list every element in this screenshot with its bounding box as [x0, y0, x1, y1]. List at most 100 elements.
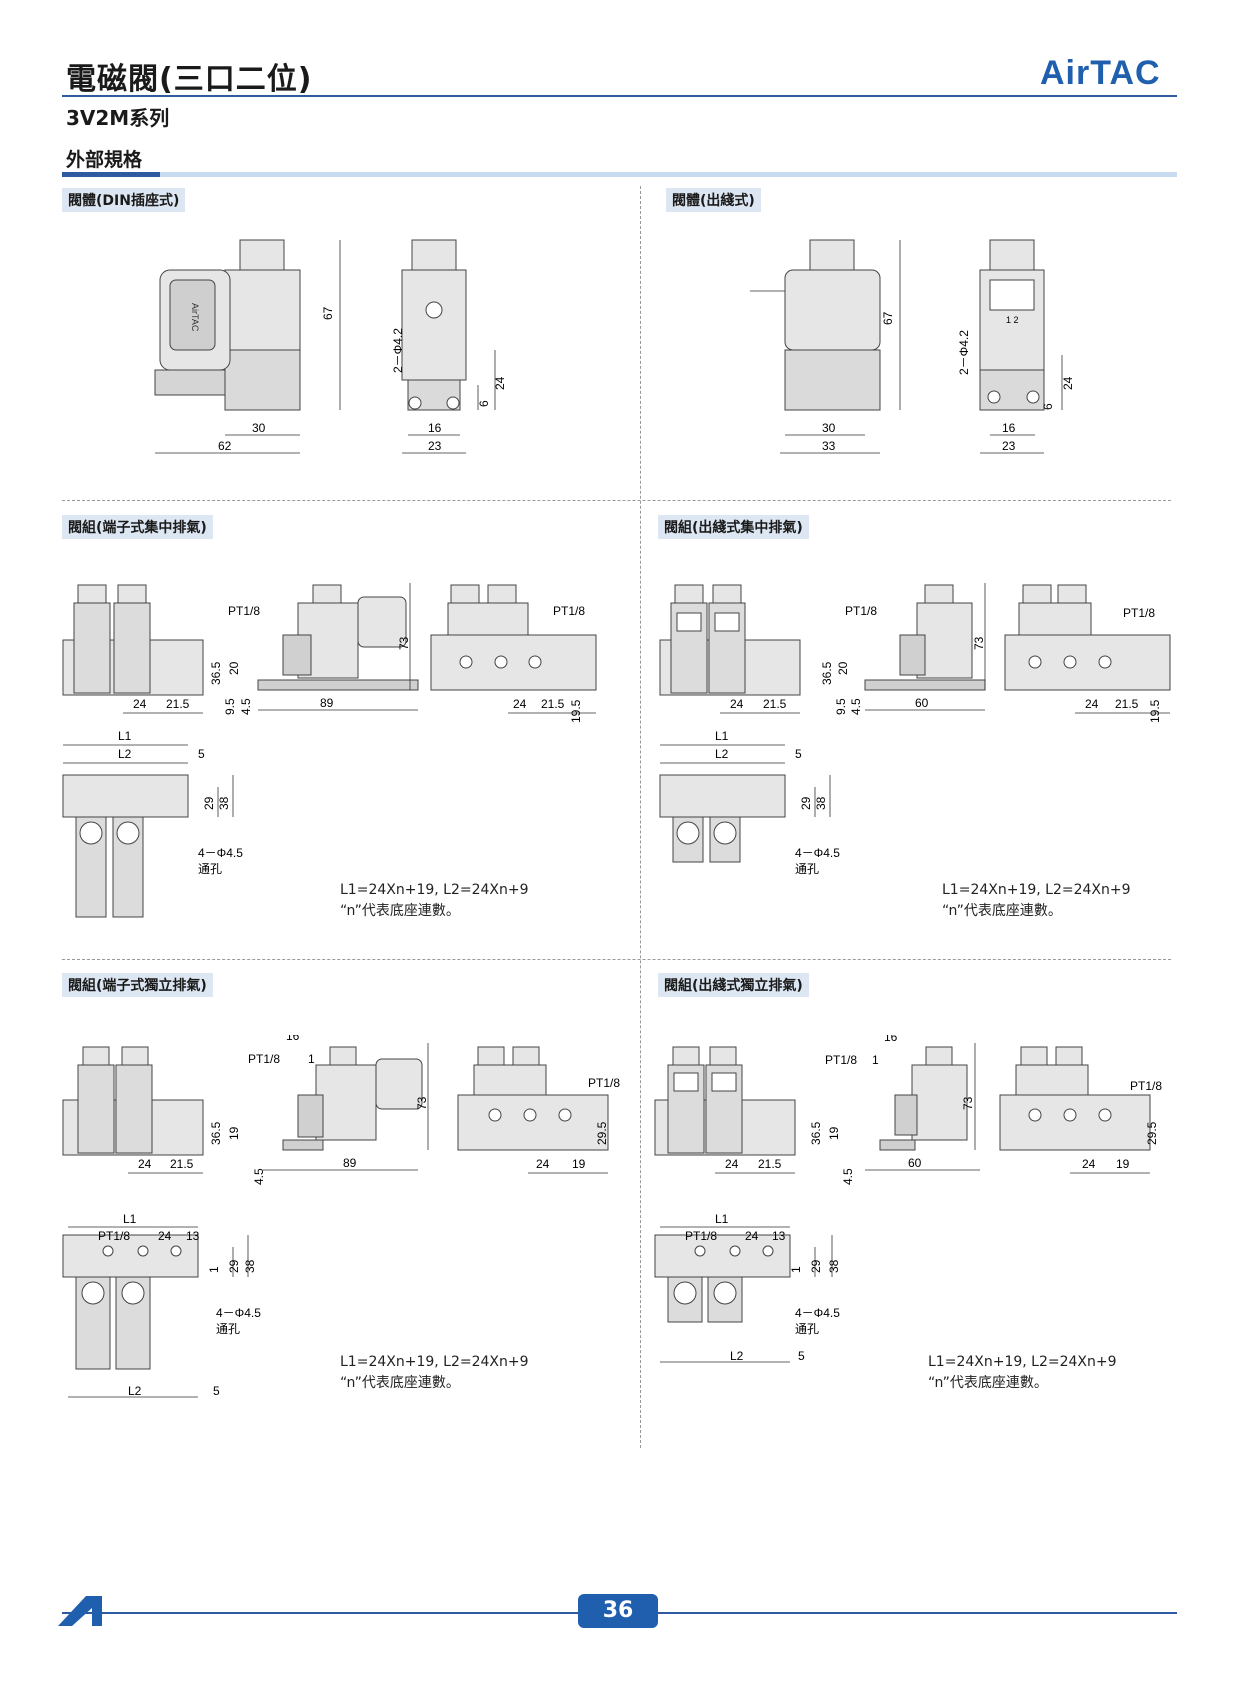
section-title: 外部規格	[66, 149, 143, 171]
dim-30: 30	[822, 421, 836, 435]
formula-block: L1=24Xn+19, L2=24Xn+9 “n”代表底座連數。	[340, 1352, 529, 1394]
dim-24: 24	[138, 1157, 152, 1171]
panel-title-wire-indep: 閥組(出綫式獨立排氣)	[658, 973, 809, 997]
dim-24: 24	[536, 1157, 550, 1171]
dim-9-5: 9.5	[223, 698, 237, 715]
dim-l2: L2	[730, 1349, 744, 1363]
dim-21-5: 21.5	[763, 697, 787, 711]
din-body-drawing: AirTAC 67 30 62 2－Φ4.2 24 6 16 23	[154, 239, 507, 454]
port-label: PT1/8	[588, 1076, 620, 1090]
dim-16: 16	[1002, 421, 1016, 435]
dim-62: 62	[218, 439, 232, 453]
dim-38: 38	[217, 796, 231, 810]
panel-title-term-central: 閥組(端子式集中排氣)	[62, 515, 213, 539]
port-label: PT1/8	[98, 1229, 130, 1243]
dim-24: 24	[513, 697, 527, 711]
dim-24: 24	[730, 697, 744, 711]
dim-73: 73	[397, 636, 411, 650]
term-indep-drawing: 24 21.5 16 PT1/8 1 36.5 19 4.5 89 73 PT1…	[62, 1035, 620, 1398]
formula-line-1: L1=24Xn+19, L2=24Xn+9	[942, 882, 1131, 898]
port-label: PT1/8	[1123, 606, 1155, 620]
dim-l2: L2	[128, 1384, 142, 1398]
column-divider	[640, 186, 641, 1448]
dim-holes: 4－Φ4.5	[198, 846, 243, 860]
dim-73: 73	[972, 636, 986, 650]
logo-label: AirTAC	[190, 303, 200, 332]
dim-5: 5	[213, 1384, 220, 1398]
dim-29-5: 29.5	[595, 1121, 609, 1145]
dim-4-5: 4.5	[239, 698, 253, 715]
dim-29: 29	[227, 1259, 241, 1273]
through-hole: 通孔	[216, 1322, 240, 1336]
dim-l1: L1	[118, 729, 132, 743]
dim-4-5: 4.5	[252, 1168, 266, 1185]
dim-21-5: 21.5	[170, 1157, 194, 1171]
dim-89: 89	[320, 696, 334, 710]
wire-central-drawing: 24 21.5 PT1/8 36.5 20 9.5 4.5 60 73 PT1/…	[659, 583, 1171, 876]
dim-19-5: 19.5	[1148, 699, 1162, 723]
dim-5: 5	[798, 1349, 805, 1363]
dim-1: 1	[207, 1266, 221, 1273]
dim-67: 67	[321, 306, 335, 320]
row-divider	[62, 500, 1171, 501]
dim-23: 23	[428, 439, 442, 453]
dim-9-5: 9.5	[834, 698, 848, 715]
dim-19-5: 19.5	[569, 699, 583, 723]
dim-16: 16	[884, 1035, 898, 1044]
dim-60: 60	[915, 696, 929, 710]
page-title: 電磁閥(三口二位)	[66, 62, 313, 97]
dim-1: 1	[872, 1053, 879, 1067]
dim-29: 29	[799, 796, 813, 810]
formula-line-2: “n”代表底座連數。	[340, 1375, 460, 1391]
brand-logo: AirTAC	[1040, 54, 1161, 92]
dim-1: 1	[308, 1052, 315, 1066]
port-label: PT1/8	[228, 604, 260, 618]
dim-19: 19	[827, 1126, 841, 1140]
page-number: 36	[578, 1594, 658, 1628]
dim-5: 5	[198, 747, 205, 761]
formula-line-1: L1=24Xn+19, L2=24Xn+9	[340, 1354, 529, 1370]
dim-16: 16	[428, 421, 442, 435]
formula-block: L1=24Xn+19, L2=24Xn+9 “n”代表底座連數。	[942, 880, 1131, 922]
dim-60: 60	[908, 1156, 922, 1170]
dim-19: 19	[572, 1157, 586, 1171]
dim-36-5: 36.5	[809, 1121, 823, 1145]
dim-36-5: 36.5	[209, 661, 223, 685]
dim-19: 19	[227, 1126, 241, 1140]
dim-16: 16	[286, 1035, 300, 1043]
dim-holes: 4－Φ4.5	[216, 1306, 261, 1320]
dim-20: 20	[227, 661, 241, 675]
dim-30: 30	[252, 421, 266, 435]
pin-labels: 1 2	[1006, 315, 1019, 325]
dim-13: 13	[186, 1229, 200, 1243]
port-label: PT1/8	[248, 1052, 280, 1066]
dim-38: 38	[814, 796, 828, 810]
dim-24: 24	[725, 1157, 739, 1171]
dim-24: 24	[158, 1229, 172, 1243]
dim-23: 23	[1002, 439, 1016, 453]
dim-1: 1	[789, 1266, 803, 1273]
dim-19: 19	[1116, 1157, 1130, 1171]
port-label: PT1/8	[553, 604, 585, 618]
formula-block: L1=24Xn+19, L2=24Xn+9 “n”代表底座連數。	[928, 1352, 1117, 1394]
dim-33: 33	[822, 439, 836, 453]
dim-6: 6	[477, 400, 491, 407]
panel-title-wire-body: 閥體(出綫式)	[666, 188, 761, 212]
dim-24: 24	[133, 697, 147, 711]
dim-hole: 2－Φ4.2	[957, 330, 971, 375]
dim-24: 24	[1082, 1157, 1096, 1171]
dim-holes: 4－Φ4.5	[795, 846, 840, 860]
term-central-drawing: 24 21.5 PT1/8 36.5 20 9.5 4.5 89 73 PT1/…	[62, 583, 597, 918]
port-label: PT1/8	[825, 1053, 857, 1067]
section-rule	[62, 172, 1177, 177]
dim-21-5: 21.5	[1115, 697, 1139, 711]
through-hole: 通孔	[198, 862, 222, 876]
dim-13: 13	[772, 1229, 786, 1243]
dim-89: 89	[343, 1156, 357, 1170]
formula-line-2: “n”代表底座連數。	[340, 903, 460, 919]
wire-indep-drawing: 24 21.5 16 PT1/8 1 36.5 19 4.5 60 73 PT1…	[654, 1035, 1162, 1363]
dim-5: 5	[795, 747, 802, 761]
footer-logo-icon	[58, 1596, 102, 1626]
dim-38: 38	[243, 1259, 257, 1273]
dim-l2: L2	[715, 747, 729, 761]
